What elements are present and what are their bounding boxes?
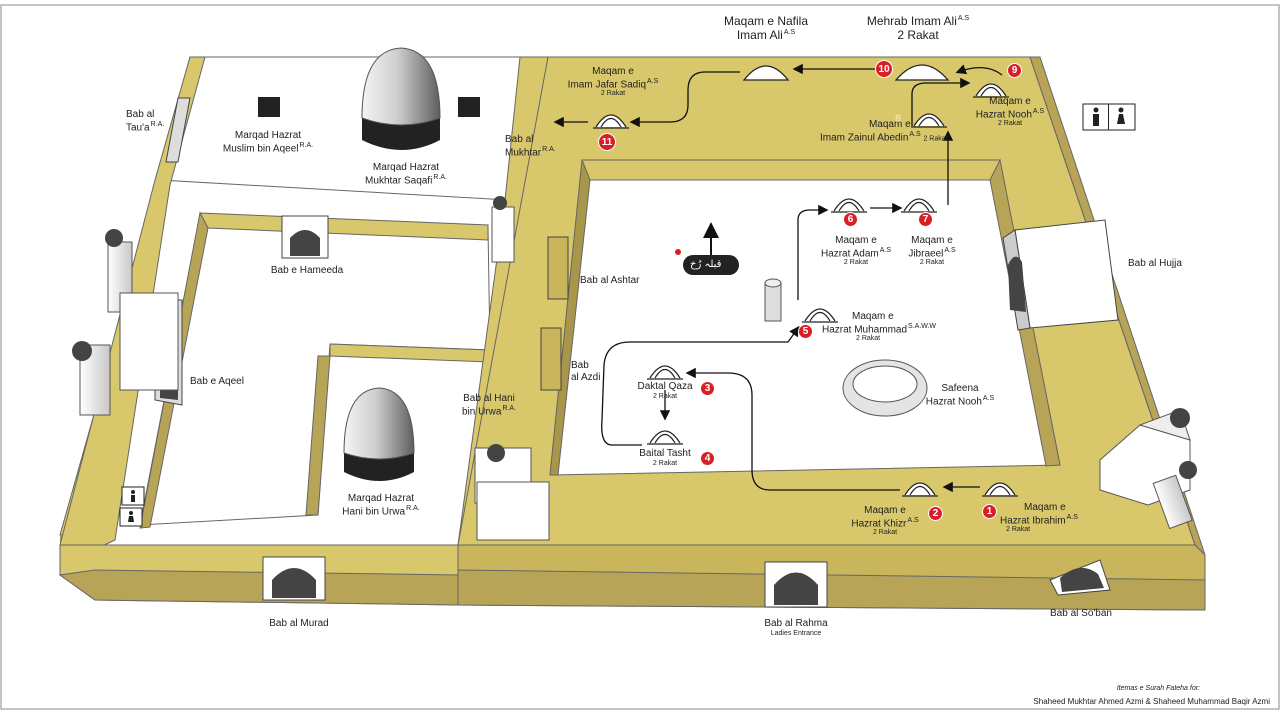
gate-taua	[165, 97, 191, 163]
step-badge-10: 10	[875, 60, 893, 78]
inner-courtyard	[549, 161, 1061, 476]
step-badge-9: 9	[1007, 63, 1022, 78]
step-badge-3: 3	[700, 381, 715, 396]
maqam-icon-jibraeel	[901, 198, 937, 213]
label-mehrab: Mehrab Imam AliA.S 2 Rakat	[866, 14, 970, 42]
maqam-icon-khizr	[902, 482, 938, 497]
label-soban: Bab al So'ban	[1050, 608, 1112, 619]
label-azdi: Bab al Azdi	[571, 360, 601, 383]
label-baital: Baital Tasht 2 Rakat	[639, 448, 691, 467]
frame-border	[0, 4, 1280, 710]
toilet-icon-left	[119, 486, 145, 527]
label-jafar: Maqam e Imam Jafar SadiqA.S 2 Rakat	[567, 66, 659, 98]
label-qibla: قبلہ رُخ	[690, 259, 722, 270]
footer-line1: Itemas e Surah Fateha for:	[1116, 685, 1200, 692]
maqam-icon-ibrahim	[982, 482, 1018, 497]
minaret-left-mid	[72, 341, 111, 416]
maqam-icon-jafar	[593, 114, 629, 129]
label-rahma: Bab al Rahma Ladies Entrance	[764, 618, 828, 637]
label-hani-marqad: Marqad Hazrat Hani bin UrwaR.A.	[342, 493, 420, 517]
maqam-icon-adam	[831, 198, 867, 213]
gate-ashtar	[547, 236, 569, 300]
label-daktal: Daktal Qaza 2 Rakat	[637, 381, 693, 400]
maqam-icon-daktal	[647, 365, 683, 380]
footer-line2: Shaheed Mukhtar Ahmed Azmi & Shaheed Muh…	[1033, 697, 1270, 706]
label-safeena: Safeena Hazrat NoohA.S	[925, 383, 995, 407]
gate-hujja	[1002, 219, 1119, 331]
mehrab-icon	[894, 64, 950, 81]
step-badge-1: 1	[982, 504, 997, 519]
step-badge-2: 2	[928, 506, 943, 521]
tomb-muslim-left	[258, 97, 280, 117]
step-badge-11: 11	[598, 133, 616, 151]
label-zainul: Maqam e Imam Zainul AbedinA.S 2 Rakat	[820, 119, 948, 143]
nafila-icon	[742, 65, 790, 81]
label-adam: Maqam e Hazrat AdamA.S 2 Rakat	[820, 235, 892, 267]
step-badge-6: 6	[843, 212, 858, 227]
gate-hameeda	[281, 215, 329, 259]
dome-mukhtar	[361, 47, 441, 150]
label-hujja: Bab al Hujja	[1128, 258, 1182, 269]
qibla-marker	[675, 222, 739, 275]
label-muhammad: Maqam e Hazrat MuhammadS.A.W.W 2 Rakat	[822, 311, 937, 343]
step-badge-4: 4	[700, 451, 715, 466]
tower-mukhtar	[491, 196, 515, 263]
toilet-icon-main	[1082, 103, 1136, 131]
pillar	[764, 278, 782, 322]
label-ashtar: Bab al Ashtar	[580, 275, 640, 286]
label-nafila: Maqam e Nafila Imam AliA.S	[723, 14, 809, 42]
tower-left-aqeel	[119, 292, 179, 391]
route-arrows	[553, 63, 1003, 493]
label-nooh: Maqam e Hazrat NoohA.S 2 Rakat	[975, 96, 1045, 128]
label-aqeel: Bab e Aqeel	[190, 376, 244, 387]
label-jibraeel: Maqam e JibraeelA.S 2 Rakat	[908, 235, 956, 267]
gate-soban	[1049, 559, 1111, 596]
maqam-icon-muhammad	[802, 308, 838, 323]
tower-soban	[1099, 408, 1197, 530]
gate-murad	[262, 556, 326, 601]
step-badge-8: 8	[895, 113, 902, 125]
label-hameeda: Bab e Hameeda	[270, 265, 344, 276]
tomb-muslim-right	[458, 97, 480, 117]
gate-azdi	[540, 327, 562, 391]
maqam-icon-baital	[647, 430, 683, 445]
label-murad: Bab al Murad	[269, 618, 329, 629]
label-taua: Bab al Tau'aR.A.	[126, 109, 165, 133]
label-khizr: Maqam e Hazrat KhizrA.S 2 Rakat	[851, 505, 919, 537]
label-ibrahim: Maqam e Hazrat IbrahimA.S 2 Rakat	[1000, 502, 1078, 534]
dome-hani	[343, 387, 415, 481]
label-mukhtar: Marqad Hazrat Mukhtar SaqafiR.A.	[365, 162, 447, 186]
gate-rahma	[764, 561, 828, 608]
step-badge-7: 7	[918, 212, 933, 227]
label-bab-mukhtar: Bab al MukhtarR.A.	[505, 134, 556, 158]
label-muslim: Marqad Hazrat Muslim bin AqeelR.A.	[222, 130, 314, 154]
maqam-icon-zainul	[911, 113, 947, 128]
step-badge-5: 5	[798, 324, 813, 339]
label-hani-bab: Bab al Hani bin UrwaR.A.	[461, 393, 517, 417]
tower-hani	[474, 444, 550, 541]
safeena	[842, 359, 928, 417]
maqam-icon-nooh	[973, 83, 1009, 98]
